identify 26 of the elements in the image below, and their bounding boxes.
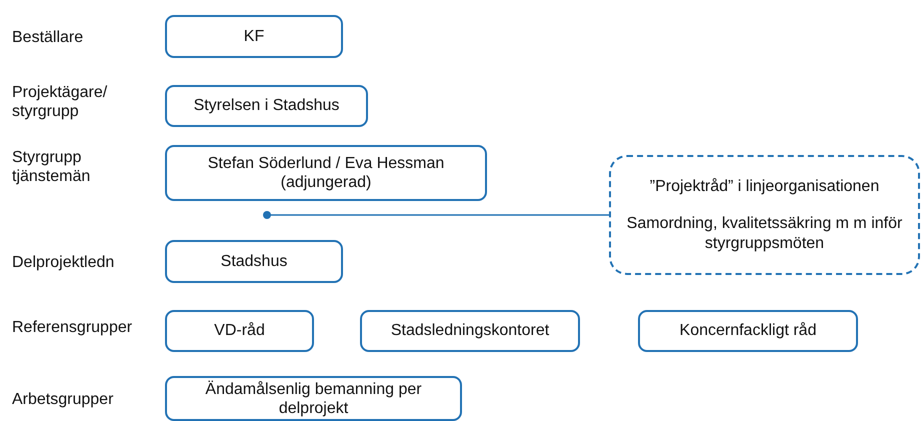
connector-line — [263, 211, 609, 219]
role-box — [165, 85, 368, 127]
role-box — [165, 145, 487, 201]
row-label: Styrgrupp tjänstemän — [12, 148, 92, 186]
box-text: VD-råd — [214, 321, 265, 341]
box-text: Ändamålsenlig bemanning per delprojekt — [204, 380, 423, 418]
box-text: KF — [244, 26, 264, 46]
role-box — [165, 15, 343, 58]
role-box — [165, 240, 343, 283]
role-box — [165, 310, 314, 352]
box-text: Samordning, kvalitetssäkring m m inför styrgruppsmöten — [626, 214, 904, 253]
box-text: Koncernfackligt råd — [680, 321, 816, 341]
box-text: Stefan Söderlund / Eva Hessman (adjungerad) — [206, 154, 446, 192]
box-text: Stadshus — [220, 252, 288, 272]
row-label: Projektägare/ styrgrupp — [12, 83, 108, 122]
role-box — [165, 376, 462, 421]
box-text: Stadsledningskontoret — [390, 321, 550, 341]
role-box — [638, 310, 858, 352]
box-text: ”Projektråd” i linjeorganisationen — [650, 177, 880, 196]
row-label: Arbetsgrupper — [12, 390, 114, 410]
dashed-note-box — [609, 155, 920, 275]
row-label: Beställare — [12, 28, 84, 48]
role-box — [360, 310, 580, 352]
row-label: Referensgrupper — [12, 318, 132, 338]
box-text: Styrelsen i Stadshus — [194, 96, 340, 116]
row-label: Delprojektledn — [12, 253, 114, 272]
